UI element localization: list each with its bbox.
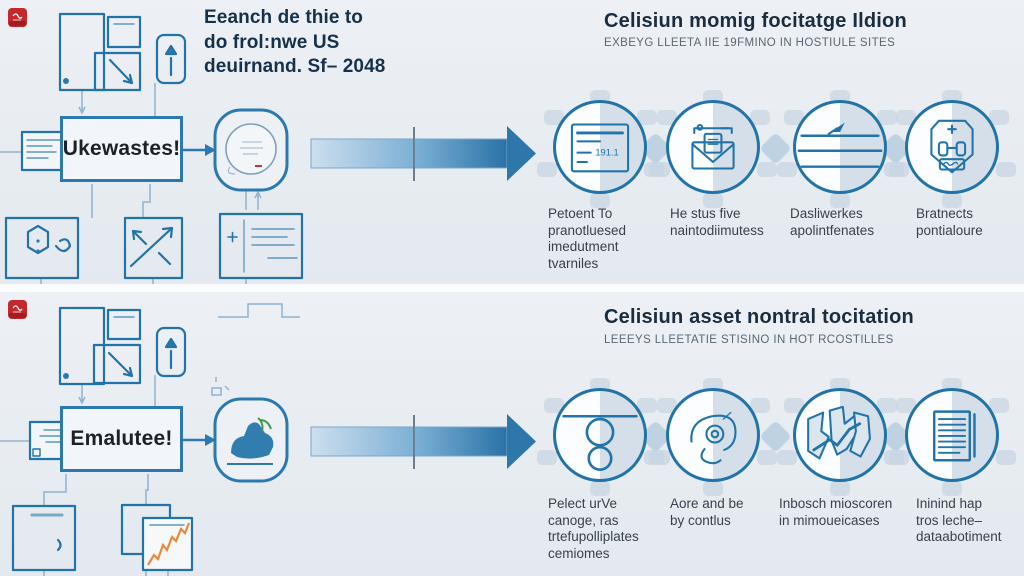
panel-top: Eeanch de thie to do frol:nwe US deuirna… [0,0,1024,284]
invoice-document-icon: 191.1 [570,123,630,173]
step-2 [666,90,760,194]
document-lines-icon [932,410,976,462]
step-caption: He stus five naintodiimutess [670,206,764,238]
panel-subtitle: LEEEYS LLEETATIE STISINO IN HOT RCOSTILL… [604,334,894,346]
step-circle [666,388,760,482]
step-caption: Ininind hap tros leche– dataabotiment [916,496,1002,545]
medical-shield-icon [930,119,974,174]
two-circles-icon [562,415,638,471]
red-logo-icon [8,8,27,27]
step-circle [553,388,647,482]
step-circle [793,100,887,194]
connector-diamond [759,132,792,165]
step-3 [793,90,887,194]
step-circle [905,388,999,482]
step-3 [793,378,887,482]
step-1 [553,378,647,482]
growth-chart-line [147,522,191,566]
step-circle [905,100,999,194]
envelope-shield-icon [691,123,735,170]
red-logo-badge [8,300,27,319]
invoice-number-text: 191.1 [595,147,618,157]
process-box-label: Ukewastes! [62,137,181,160]
step-caption: Bratnects pontialoure [916,206,983,238]
red-logo-icon [8,300,27,319]
flow-heading: Eeanch de thie to do frol:nwe US deuirna… [204,7,386,78]
panel-title: Celisiun momig focitatge Ildion [604,10,907,32]
face-profile-icon [690,411,737,465]
process-box-label: Emalutee! [70,427,173,450]
step-caption: Aore and be by contlus [670,496,744,528]
process-box: Emalutee! [60,406,183,472]
step-caption: Inbosch mioscoren in mimoueicases [779,496,893,528]
shattered-blocks-icon [807,405,871,460]
step-circle [793,388,887,482]
panel-title: Celisiun asset nontral tocitation [604,306,914,328]
step-circle: 191.1 [553,100,647,194]
lined-circle-dart-icon [797,122,883,168]
step-caption: Pelect urVe canoge, ras trtefupolliplate… [548,496,639,562]
step-1: 191.1 [553,90,647,194]
step-caption: Dasliwerkes apolintfenates [790,206,875,238]
step-caption: Petoent To pranotluesed imedutment tvarn… [548,206,627,272]
red-logo-badge [8,8,27,27]
step-4 [905,90,999,194]
process-box: Ukewastes! [60,116,183,182]
panel-subtitle: EXBEYG LLEETA IIE 19FMINO IN HOSTIULE SI… [604,37,896,49]
connector-diamond [759,420,792,453]
step-2 [666,378,760,482]
step-circle [666,100,760,194]
panel-bottom: Emalutee! Celisiun asset nontral tocitat… [0,292,1024,576]
step-4 [905,378,999,482]
